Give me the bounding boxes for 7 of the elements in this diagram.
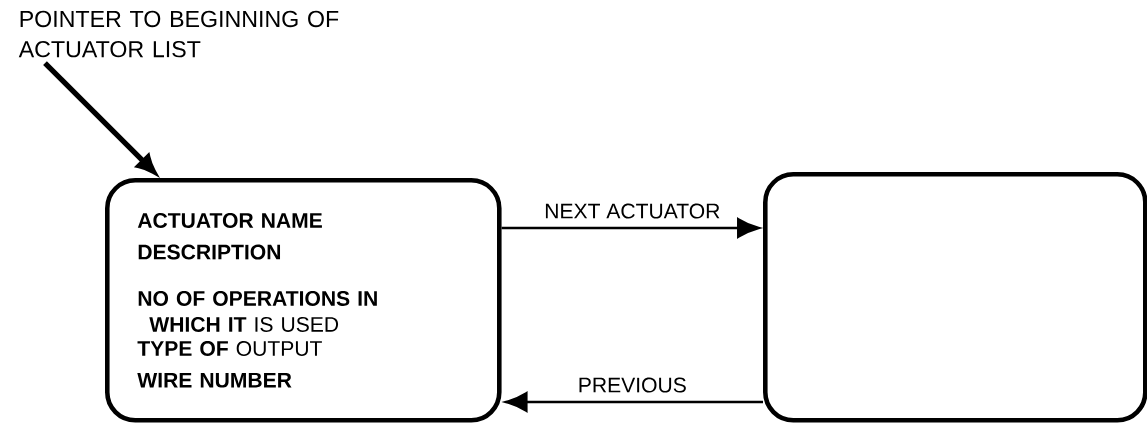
edge-label: PREVIOUS: [574, 374, 691, 397]
edge-label: NEXT ACTUATOR: [540, 200, 724, 223]
record-box: ACTUATOR NAME DESCRIPTION NO OF OPERATIONS IN WHICH IT IS USED TYPE OF OUTPUT WIRE NUMBER: [105, 178, 502, 423]
empty-record-box: [763, 172, 1147, 423]
arrow: [501, 218, 760, 238]
arrow: [504, 392, 763, 412]
pointer-label: POINTER TO BEGINNING OF ACTUATOR LIST: [18, 10, 339, 58]
